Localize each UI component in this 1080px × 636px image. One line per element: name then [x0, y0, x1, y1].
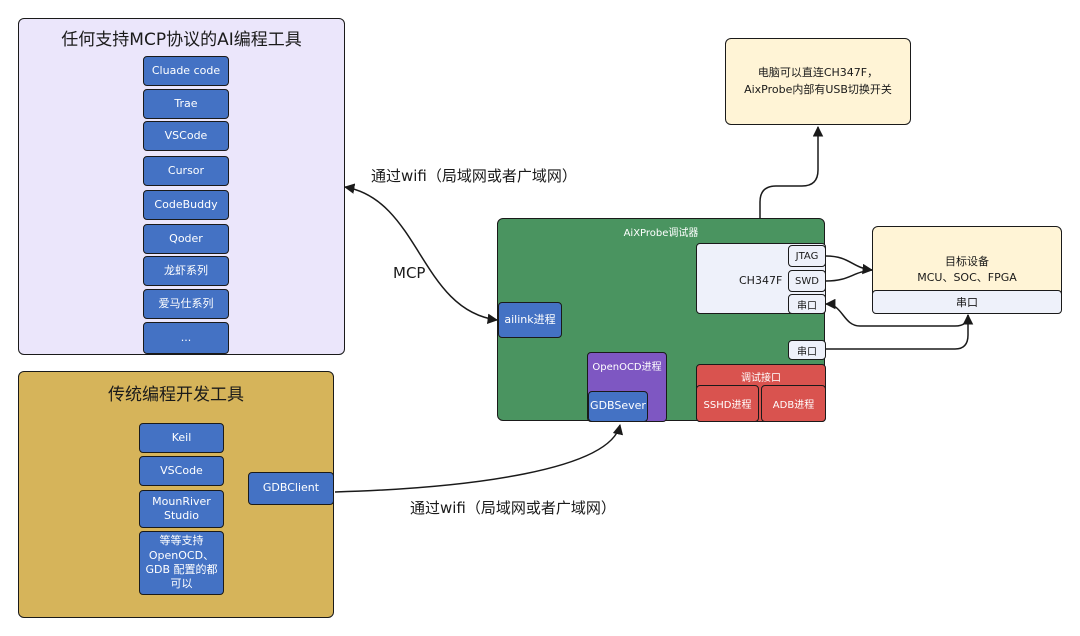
jtag-port[interactable]: JTAG: [788, 245, 826, 267]
traditional-tools-title: 传统编程开发工具: [108, 385, 244, 405]
ai-tool-cursor[interactable]: Cursor: [143, 156, 229, 186]
ailink-process[interactable]: ailink进程: [498, 302, 562, 338]
ai-tool-longxia[interactable]: 龙虾系列: [143, 256, 229, 286]
gdb-client[interactable]: GDBClient: [248, 472, 334, 505]
serial-port-2[interactable]: 串口: [788, 340, 826, 360]
target-device-subtitle: MCU、SOC、FPGA: [917, 271, 1017, 284]
gdbserver[interactable]: GDBSever: [588, 391, 648, 422]
aixprobe-title: AiXProbe调试器: [623, 228, 699, 239]
wifi-label-top: 通过wifi（局域网或者广域网）: [371, 167, 577, 185]
ai-tool-cluade-code[interactable]: Cluade code: [143, 56, 229, 86]
ai-tool-qoder[interactable]: Qoder: [143, 224, 229, 254]
usb-switch-note-text: 电脑可以直连CH347F，AixProbe内部有USB切换开关: [744, 66, 892, 96]
ai-tool-aimashi[interactable]: 爱马仕系列: [143, 289, 229, 319]
trad-tool-vscode[interactable]: VSCode: [139, 456, 224, 486]
wire-gdbclient-gdbserver: [334, 423, 624, 493]
trad-tool-keil[interactable]: Keil: [139, 423, 224, 453]
target-device-title: 目标设备: [945, 255, 989, 268]
mcp-label: MCP: [393, 264, 426, 282]
ai-tool-codebuddy[interactable]: CodeBuddy: [143, 190, 229, 220]
wifi-label-bottom: 通过wifi（局域网或者广域网）: [410, 499, 616, 517]
target-serial-port[interactable]: 串口: [872, 290, 1062, 314]
ai-tools-title: 任何支持MCP协议的AI编程工具: [61, 30, 302, 50]
wire-swd-target: [825, 269, 873, 282]
wire-ai-ailink: [343, 183, 499, 324]
sshd-process[interactable]: SSHD进程: [696, 385, 759, 422]
serial-port-1[interactable]: 串口: [788, 294, 826, 314]
ai-tool-trae[interactable]: Trae: [143, 89, 229, 119]
debug-interface-title: 调试接口: [741, 373, 781, 384]
trad-tool-openocd-gdb[interactable]: 等等支持 OpenOCD、GDB 配置的都可以: [139, 531, 224, 595]
adb-process[interactable]: ADB进程: [761, 385, 826, 422]
trad-tool-mounriver[interactable]: MounRiver Studio: [139, 490, 224, 528]
wire-serial2-target: [826, 315, 969, 350]
swd-port[interactable]: SWD: [788, 270, 826, 292]
wire-jtag-target: [825, 255, 874, 275]
usb-switch-note: 电脑可以直连CH347F，AixProbe内部有USB切换开关: [725, 38, 911, 125]
openocd-label: OpenOCD进程: [592, 362, 662, 373]
ai-tool-vscode[interactable]: VSCode: [143, 121, 229, 151]
ch347f-label: CH347F: [739, 274, 783, 287]
ai-tool-more[interactable]: ...: [143, 322, 229, 354]
